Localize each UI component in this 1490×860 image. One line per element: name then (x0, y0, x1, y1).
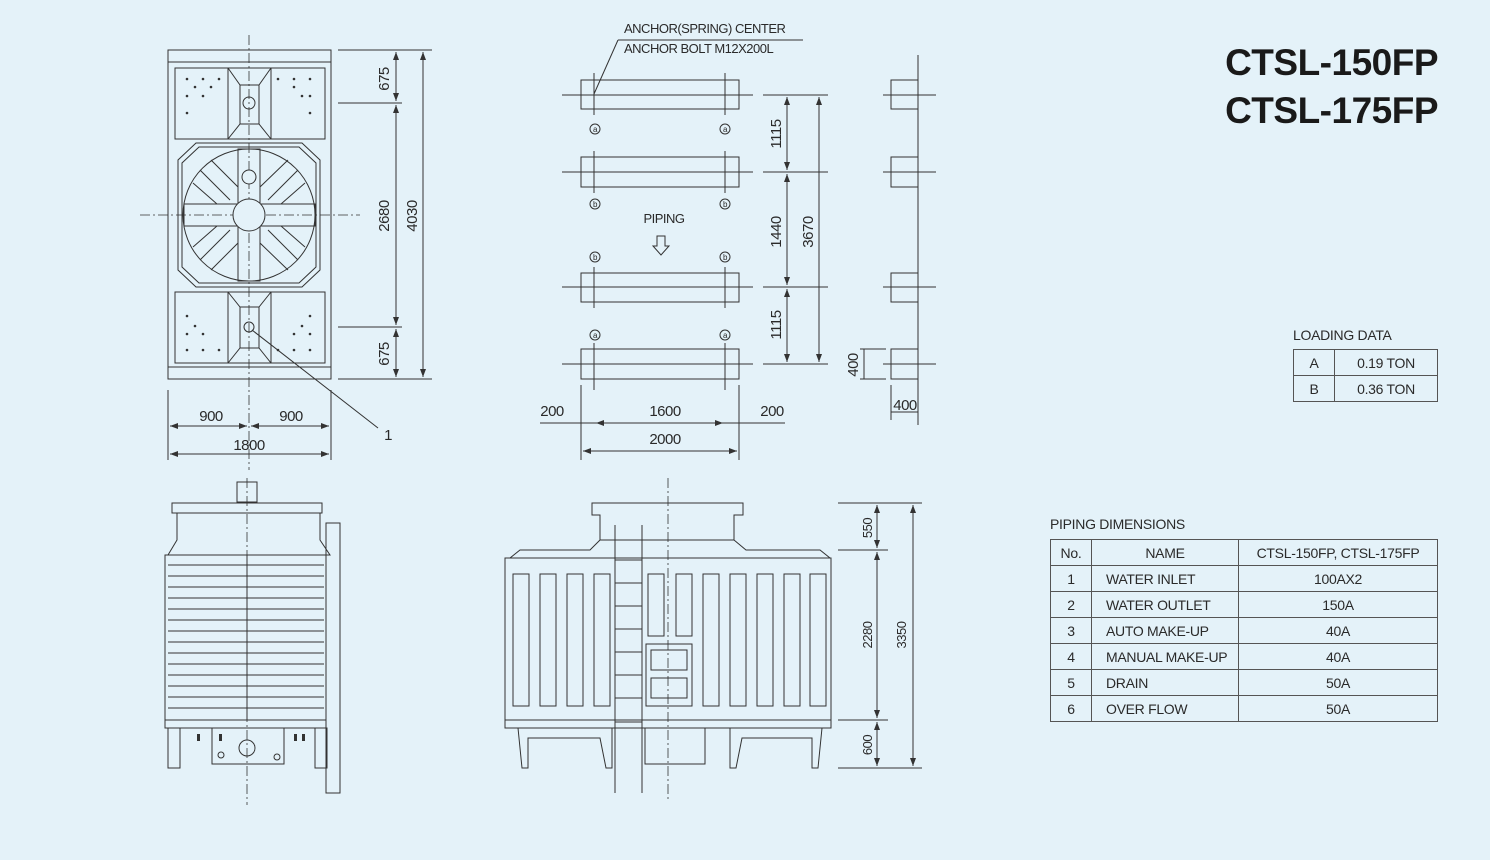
dim-550: 550 (860, 518, 875, 538)
marker-b: b (593, 200, 598, 209)
row-name: WATER INLET (1091, 565, 1239, 592)
front-elevation: 550 2280 600 3350 (504, 478, 922, 800)
marker-a: a (593, 331, 598, 340)
dim-3670: 3670 (800, 216, 817, 248)
marker-b: b (723, 200, 728, 209)
dim-4030: 4030 (404, 200, 421, 232)
load-key: A (1293, 349, 1335, 376)
louvers (168, 564, 324, 709)
dim-200-left: 200 (540, 403, 564, 420)
side-elevation (164, 478, 341, 805)
dim-1115-bottom: 1115 (768, 310, 785, 339)
row-no: 4 (1050, 643, 1092, 670)
load-value: 0.19 TON (1334, 349, 1438, 376)
dim-3350: 3350 (894, 621, 909, 648)
row-no: 3 (1050, 617, 1092, 644)
dim-2000: 2000 (649, 431, 681, 448)
dim-2280: 2280 (860, 621, 875, 648)
dim-1440: 1440 (768, 216, 785, 248)
foundation-beams (562, 73, 753, 390)
model-title-1: CTSL-150FP (1225, 42, 1438, 83)
anchor-note-line2: ANCHOR BOLT M12X200L (624, 41, 773, 56)
row-no: 2 (1050, 591, 1092, 618)
row-name: AUTO MAKE-UP (1091, 617, 1239, 644)
piping-arrow-icon (651, 235, 671, 256)
header-no: No. (1050, 539, 1092, 566)
row-name: WATER OUTLET (1091, 591, 1239, 618)
row-size: 50A (1238, 669, 1438, 696)
row-size: 100AX2 (1238, 565, 1438, 592)
marker-a: a (723, 125, 728, 134)
dim-1115-top: 1115 (768, 119, 785, 148)
panels (512, 573, 827, 707)
loading-data-caption: LOADING DATA (1293, 327, 1392, 343)
dim-675-top: 675 (376, 67, 393, 91)
row-no: 6 (1050, 695, 1092, 722)
row-name: DRAIN (1091, 669, 1239, 696)
row-size: 50A (1238, 695, 1438, 722)
row-no: 5 (1050, 669, 1092, 696)
dim-400-height: 400 (845, 353, 862, 377)
row-name: MANUAL MAKE-UP (1091, 643, 1239, 670)
row-name: OVER FLOW (1091, 695, 1239, 722)
row-size: 40A (1238, 643, 1438, 670)
header-model: CTSL-150FP, CTSL-175FP (1238, 539, 1438, 566)
model-title-2: CTSL-175FP (1225, 90, 1438, 131)
dim-900-left: 900 (199, 408, 223, 425)
row-no: 1 (1050, 565, 1092, 592)
dim-900-right: 900 (279, 408, 303, 425)
row-size: 40A (1238, 617, 1438, 644)
piping-label: PIPING (643, 211, 684, 226)
marker-b: b (723, 253, 728, 262)
marker-a: a (593, 125, 598, 134)
dim-1600: 1600 (649, 403, 681, 420)
load-key: B (1293, 375, 1335, 402)
table-header-row: No. NAME CTSL-150FP, CTSL-175FP (1050, 539, 1438, 566)
anchor-note-line1: ANCHOR(SPRING) CENTER (624, 21, 786, 36)
ladder-icon (614, 525, 643, 793)
dim-200-right: 200 (760, 403, 784, 420)
marker-b: b (593, 253, 598, 262)
dim-600: 600 (860, 735, 875, 755)
dim-675-bottom: 675 (376, 342, 393, 366)
dim-400-width: 400 (893, 397, 917, 414)
piping-dimensions-caption: PIPING DIMENSIONS (1050, 516, 1185, 532)
marker-a: a (723, 331, 728, 340)
dim-2680: 2680 (376, 200, 393, 232)
anchor-plan: ANCHOR(SPRING) CENTER ANCHOR BOLT M12X20… (540, 21, 936, 460)
load-value: 0.36 TON (1334, 375, 1438, 402)
anchor-markers: a a b b b b a a (589, 123, 731, 341)
header-name: NAME (1091, 539, 1239, 566)
plan-view: 675 2680 675 4030 900 900 1800 1 (140, 35, 432, 470)
callout-1: 1 (384, 427, 392, 444)
dim-1800: 1800 (233, 437, 265, 454)
row-size: 150A (1238, 591, 1438, 618)
